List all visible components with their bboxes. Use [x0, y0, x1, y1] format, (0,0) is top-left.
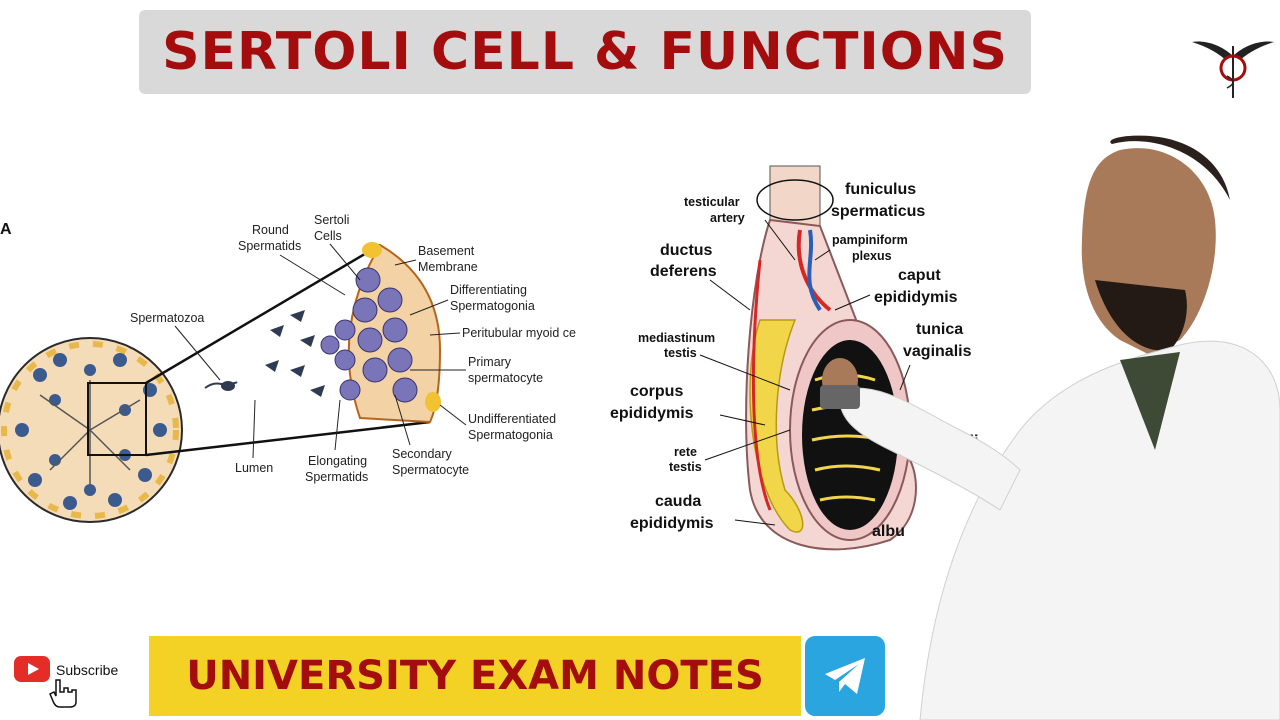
label-sertoli-cells-2: Cells	[314, 229, 342, 243]
telegram-button[interactable]	[805, 636, 885, 716]
label-mediastinum-2: testis	[664, 346, 697, 360]
label-testicular-artery-2: artery	[710, 211, 745, 225]
title-bar: SERTOLI CELL & FUNCTIONS	[139, 10, 1031, 94]
label-pampiniform: pampiniform	[832, 233, 908, 247]
label-spermatozoa: Spermatozoa	[130, 311, 204, 325]
label-rete-2: testis	[669, 460, 702, 474]
caduceus-icon	[1192, 41, 1274, 98]
label-sertoli-cells: Sertoli	[314, 213, 349, 227]
label-basement: Basement	[418, 244, 475, 258]
label-round-spermatids: Round	[252, 223, 289, 237]
label-cauda: cauda	[655, 493, 701, 510]
label-round-spermatids-2: Spermatids	[238, 239, 301, 253]
label-mediastinum: mediastinum	[638, 331, 715, 345]
label-primary-2: spermatocyte	[468, 371, 543, 385]
label-differentiating-2: Spermatogonia	[450, 299, 535, 313]
label-rete: rete	[674, 445, 697, 459]
label-secondary-2: Spermatocyte	[392, 463, 469, 477]
label-tunica: tunica	[916, 321, 963, 338]
subscribe-button[interactable]: Subscribe	[14, 652, 144, 708]
youtube-icon	[14, 656, 50, 682]
label-peritubular: Peritubular myoid ce	[462, 326, 576, 340]
presenter-image	[820, 135, 1280, 720]
banner-text: UNIVERSITY EXAM NOTES	[186, 653, 764, 699]
label-secondary: Secondary	[392, 447, 453, 461]
label-testicular-artery: testicular	[684, 195, 740, 209]
label-albuginea: albu	[872, 523, 905, 540]
label-differentiating: Differentiating	[450, 283, 527, 297]
label-undifferentiated-2: Spermatogonia	[468, 428, 553, 442]
panel-letter: A	[0, 221, 12, 238]
label-ductus-2: deferens	[650, 263, 717, 280]
label-cauda-2: epididymis	[630, 515, 714, 532]
label-lumen: Lumen	[235, 461, 273, 475]
telegram-icon	[825, 658, 865, 694]
label-corpus: corpus	[630, 383, 683, 400]
label-ductus: ductus	[660, 242, 713, 259]
label-basement-2: Membrane	[418, 260, 478, 274]
label-elongating-2: Spermatids	[305, 470, 368, 484]
label-funiculus: funiculus	[845, 181, 916, 198]
label-corpus-2: epididymis	[610, 405, 694, 422]
bottom-banner: UNIVERSITY EXAM NOTES	[149, 636, 801, 716]
label-undifferentiated: Undifferentiated	[468, 412, 556, 426]
label-caput-2: epididymis	[874, 289, 958, 306]
label-caput: caput	[898, 267, 941, 284]
label-primary: Primary	[468, 355, 512, 369]
label-pampiniform-2: plexus	[852, 249, 892, 263]
label-tunica-2: vaginalis	[903, 343, 972, 360]
label-elongating: Elongating	[308, 454, 367, 468]
seminiferous-tubule-diagram: A Round Spermatids Sertoli Cells Basemen…	[0, 213, 576, 523]
page-title: SERTOLI CELL & FUNCTIONS	[162, 22, 1008, 82]
hand-cursor-icon	[49, 679, 77, 708]
label-funiculus-2: spermaticus	[831, 203, 925, 220]
subscribe-label: Subscribe	[56, 662, 119, 678]
